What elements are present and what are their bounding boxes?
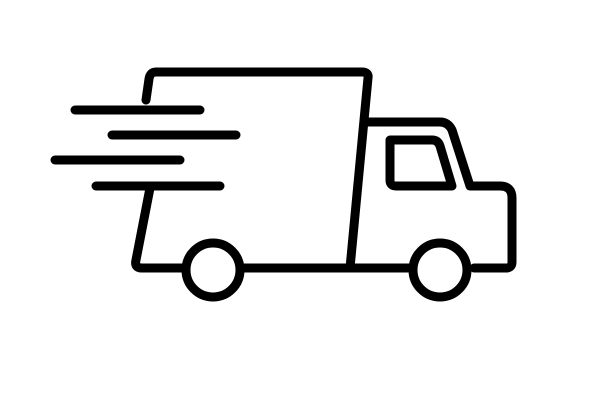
truck-cab (345, 117, 517, 273)
cab-window (385, 135, 457, 191)
cargo-box (131, 67, 373, 273)
front-wheel (408, 238, 472, 302)
rear-wheel (181, 238, 245, 302)
